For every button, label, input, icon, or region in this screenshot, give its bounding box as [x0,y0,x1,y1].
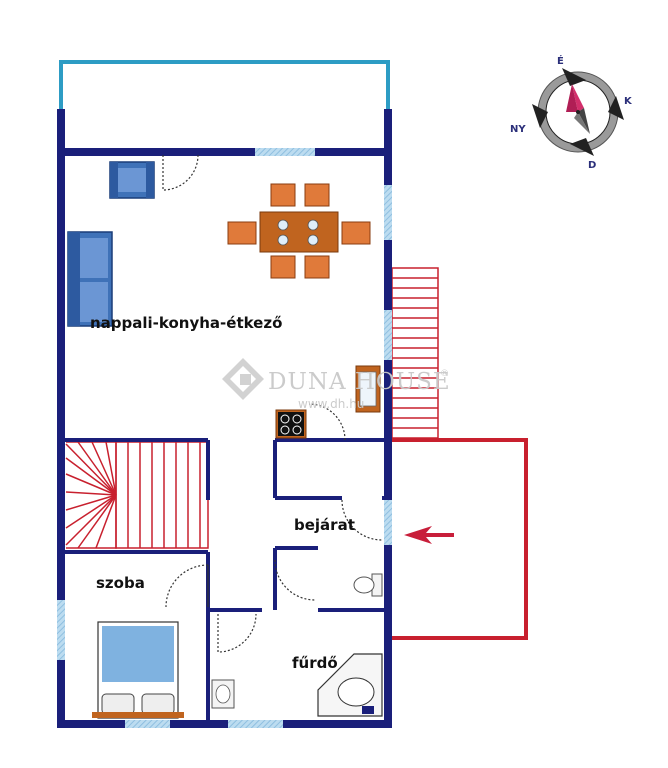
armchair [109,161,155,199]
watermark-registered-mark: ® [440,369,449,379]
outer-stairs-upper [391,267,439,439]
sink-icon [355,365,381,413]
sofa [67,231,113,327]
watermark: DUNA HOUSE ® www.dh.hu [222,358,451,411]
compass-north: É [557,54,564,67]
bathtub-icon [317,653,383,717]
toilet-icon [353,573,383,597]
dining-table [259,211,339,253]
watermark-url: www.dh.hu [298,397,364,411]
windows [57,148,392,728]
dining-chairs [227,183,371,279]
duna-house-logo-icon [222,358,264,400]
entrance-arrow-icon [404,526,454,544]
balcony [59,60,390,113]
entrance-terrace [388,438,528,640]
room-label-bedroom: szoba [96,574,145,592]
washbasin-icon [211,679,235,709]
watermark-brand: DUNA HOUSE [268,369,451,395]
room-label-entrance: bejárat [294,516,355,534]
bed [92,621,184,719]
interior-staircase [65,441,209,549]
compass-east: K [624,96,633,107]
compass-west: NY [510,124,526,135]
compass-south: D [588,160,596,171]
room-label-bathroom: fűrdő [292,654,338,672]
stove-icon [275,409,307,439]
doors [162,154,383,653]
room-label-living: nappali-konyha-étkező [90,314,282,332]
compass-icon: É K D NY [510,54,633,171]
